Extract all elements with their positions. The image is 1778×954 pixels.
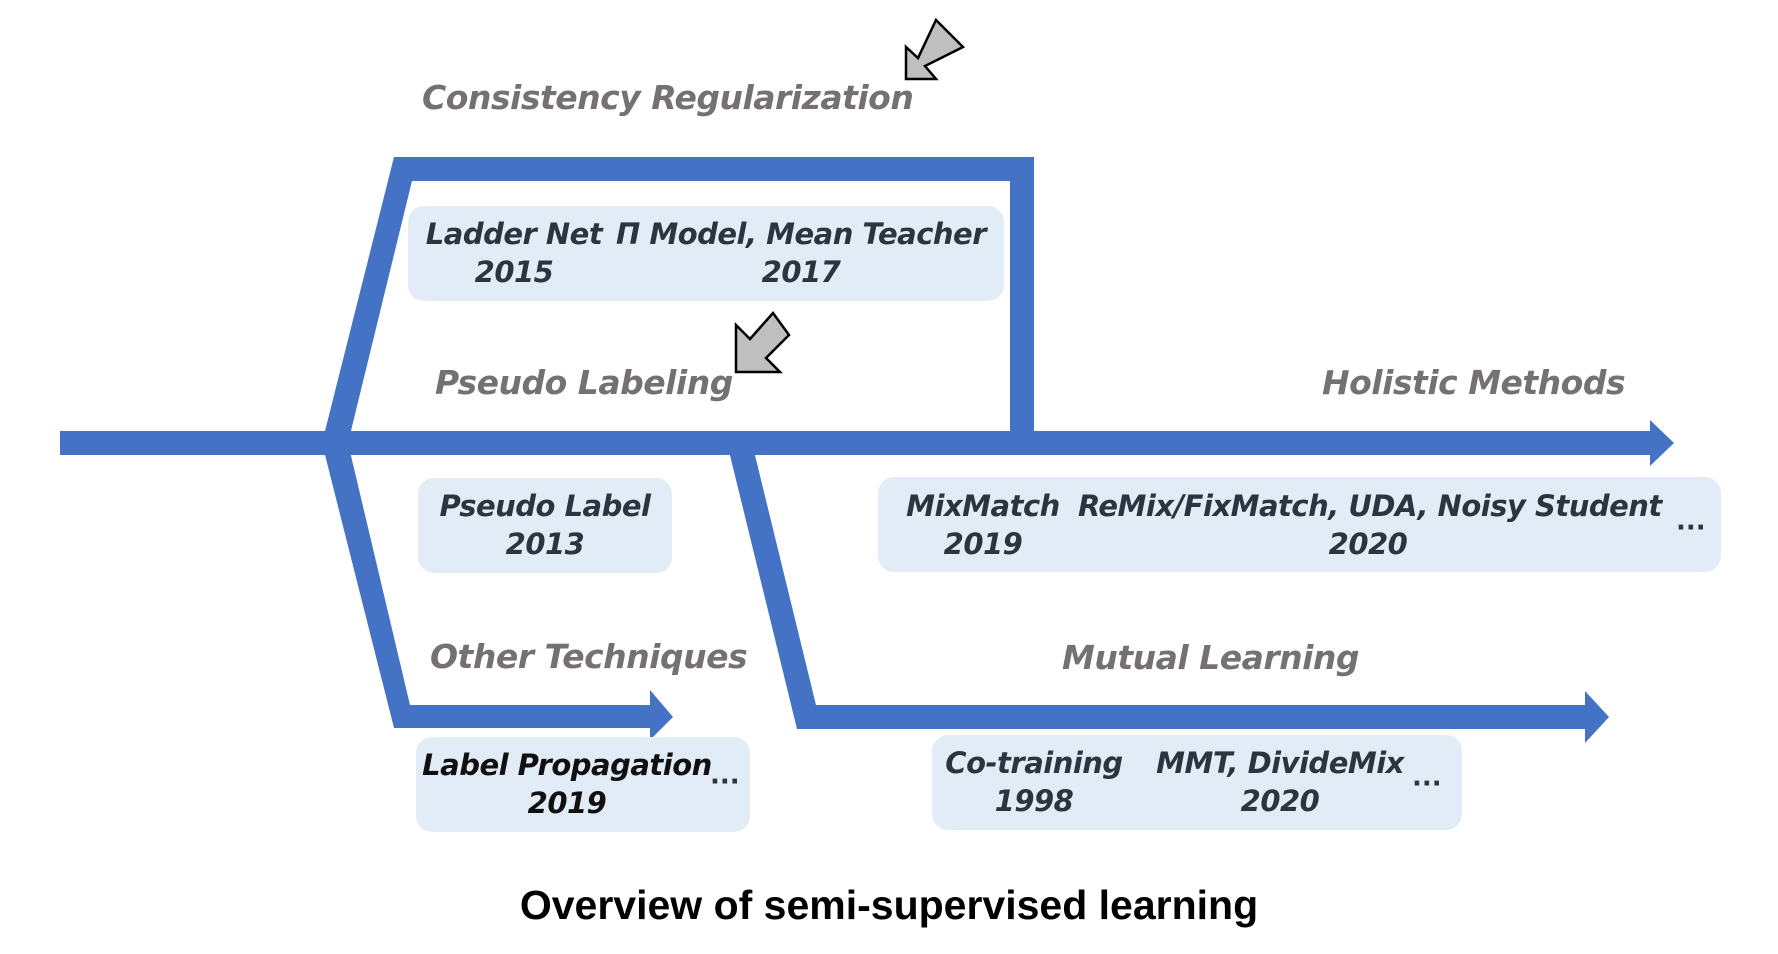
method-name: MixMatch	[906, 489, 1060, 523]
method-ladder-net: Ladder Net 2015	[424, 215, 604, 291]
category-other-techniques: Other Techniques	[430, 637, 748, 676]
method-pi-model-mean-teacher: Π Model, Mean Teacher 2017	[606, 215, 996, 291]
method-label-propagation: Label Propagation 2019	[422, 746, 712, 822]
other-techniques-methods-box: Label Propagation 2019 ···	[416, 737, 750, 832]
method-name: Π Model, Mean Teacher	[615, 217, 987, 251]
method-name: MMT, DivideMix	[1156, 746, 1404, 780]
more-ellipsis: ···	[710, 767, 740, 797]
method-year: 2015	[474, 255, 554, 289]
pointer-arrow-icon	[904, 17, 966, 81]
method-year: 2019	[943, 527, 1023, 561]
mutual-learning-branch	[727, 443, 1609, 743]
main-axis-arrow	[60, 420, 1674, 466]
holistic-methods-box: MixMatch 2019 ReMix/FixMatch, UDA, Noisy…	[878, 477, 1721, 572]
mutual-learning-methods-box: Co-training 1998 MMT, DivideMix 2020 ···	[932, 735, 1462, 830]
method-year: 2017	[761, 255, 841, 289]
pseudo-labeling-methods-box: Pseudo Label 2013	[418, 478, 672, 573]
figure-caption: Overview of semi-supervised learning	[519, 882, 1259, 928]
category-pseudo-labeling: Pseudo Labeling	[435, 363, 733, 402]
category-mutual-learning: Mutual Learning	[1062, 638, 1360, 677]
method-name: Label Propagation	[422, 748, 712, 782]
pointer-arrow-icon	[734, 311, 791, 374]
category-holistic-methods: Holistic Methods	[1322, 363, 1626, 402]
category-consistency-regularization: Consistency Regularization	[422, 78, 914, 117]
method-name: Co-training	[945, 746, 1123, 780]
method-mixmatch: MixMatch 2019	[898, 487, 1068, 563]
method-year: 2019	[527, 786, 607, 820]
method-year: 2013	[505, 527, 585, 561]
method-co-training: Co-training 1998	[944, 744, 1124, 820]
method-name: Pseudo Label	[439, 489, 652, 523]
method-name: ReMix/FixMatch, UDA, Noisy Student	[1078, 489, 1662, 523]
method-year: 2020	[1240, 784, 1320, 818]
method-remix-fixmatch-uda-noisy-student: ReMix/FixMatch, UDA, Noisy Student 2020	[1078, 487, 1662, 563]
consistency-methods-box: Ladder Net 2015 Π Model, Mean Teacher 20…	[408, 206, 1004, 301]
method-year: 2020	[1328, 527, 1408, 561]
method-name: Ladder Net	[425, 217, 603, 251]
more-ellipsis: ···	[1676, 513, 1706, 543]
method-year: 1998	[994, 784, 1074, 818]
method-mmt-dividemix: MMT, DivideMix 2020	[1150, 744, 1410, 820]
consistency-branch	[322, 157, 1034, 443]
other-techniques-branch	[322, 443, 673, 740]
method-pseudo-label: Pseudo Label 2013	[418, 487, 672, 563]
more-ellipsis: ···	[1412, 769, 1442, 799]
